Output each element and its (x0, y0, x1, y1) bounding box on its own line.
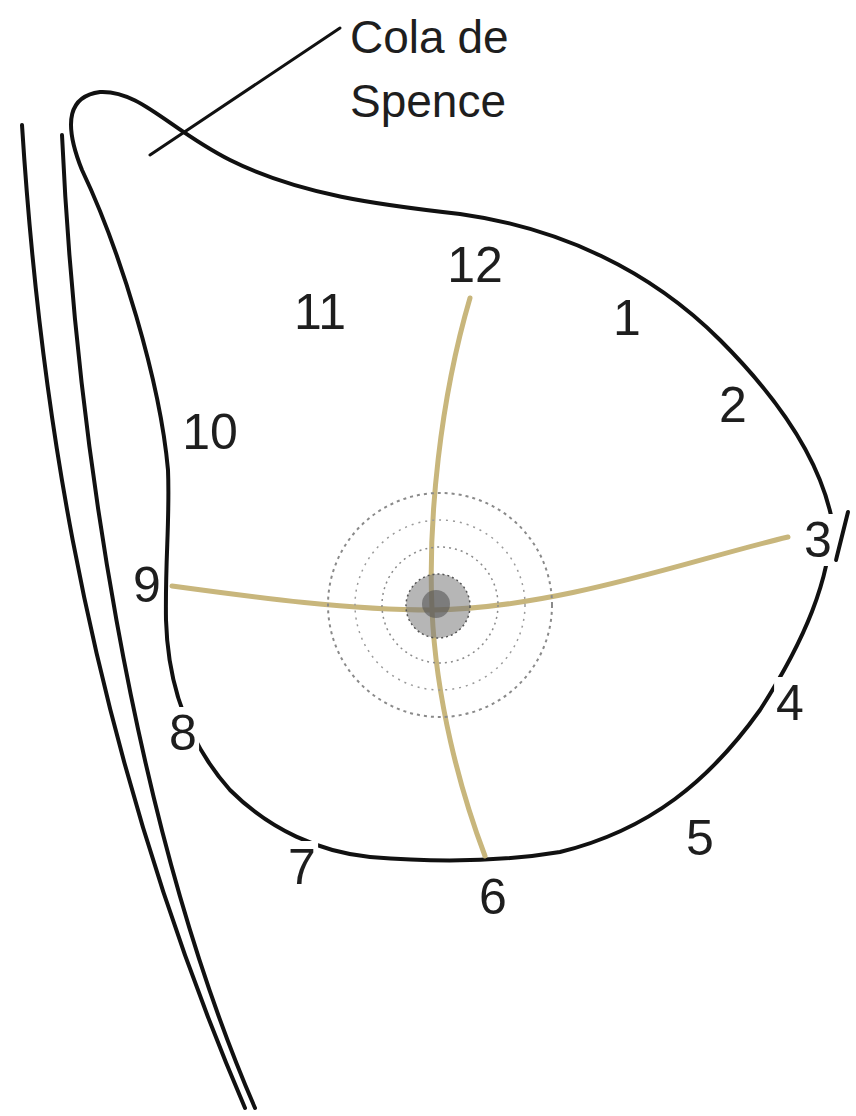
areola (328, 493, 552, 717)
clock-number: 1 (611, 292, 643, 344)
clock-number: 8 (167, 707, 199, 759)
breast-outline (71, 92, 832, 860)
region-label: Cola de Spence (348, 4, 582, 134)
clock-number: 2 (717, 379, 749, 431)
clock-number: 9 (131, 559, 163, 611)
clock-number: 6 (477, 871, 509, 923)
leader-line (150, 28, 340, 155)
clock-number: 5 (684, 812, 716, 864)
body-line (22, 125, 245, 1108)
clock-number: 7 (286, 841, 318, 893)
clock-number: 12 (445, 239, 505, 291)
clock-number: 3 (802, 514, 834, 566)
body-line (62, 135, 255, 1108)
clock-number: 11 (292, 286, 348, 338)
chest-wall-mark (836, 512, 848, 560)
clock-number: 10 (180, 406, 240, 458)
clock-axis (172, 537, 788, 610)
clock-number: 4 (774, 677, 806, 729)
